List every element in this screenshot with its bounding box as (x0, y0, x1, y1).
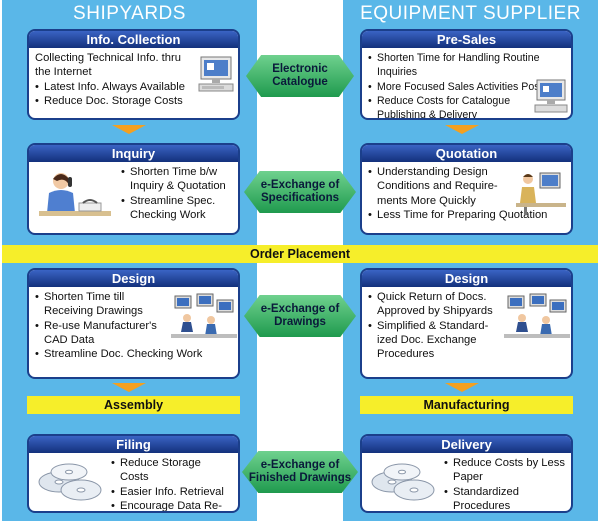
design-office-icon (504, 293, 570, 338)
flow-arrow-left-1 (112, 125, 146, 134)
computer-workstation-icon (198, 56, 234, 92)
delivery-bullet-2: Standardized Procedures (444, 485, 565, 511)
info-collection-bullet-1: Latest Info. Always Available (35, 80, 232, 95)
info-collection-title: Info. Collection (29, 31, 238, 48)
pre-sales-bullet-1: Shorten Time for Handling Routine Inquir… (368, 51, 565, 80)
inquiry-bullet-2: Streamline Spec.Checking Work (121, 194, 232, 223)
connector-2-line-2: Specifications (261, 192, 339, 204)
info-collection-intro-1: Collecting Technical Info. thru (35, 52, 181, 64)
connector-1-line-1: Electronic (272, 63, 328, 75)
flow-arrow-left-2 (112, 383, 146, 392)
connector-3-line-2: Drawings (274, 316, 326, 328)
flow-arrow-right-2 (445, 383, 479, 392)
inquiry-title: Inquiry (29, 145, 238, 162)
order-placement-strip: Order Placement (2, 245, 598, 263)
supplier-design-bullet-2: Simplified & Standard-ized Doc. Exchange… (368, 319, 497, 362)
assembly-strip: Assembly (27, 396, 240, 414)
connector-4-line-2: Finished Drawings (248, 472, 352, 484)
filing-bullet-2: Easier Info. Retrieval (111, 485, 232, 500)
connector-1-line-2: Catalogue (272, 76, 328, 88)
shipyards-design-title: Design (29, 270, 238, 287)
computer-workstation-icon (534, 79, 568, 113)
person-on-phone-icon (39, 173, 111, 216)
supplier-design-title: Design (362, 270, 571, 287)
shipyards-design-bullet-3: Streamline Doc. Checking Work (35, 347, 232, 362)
delivery-title: Delivery (362, 436, 571, 453)
quotation-title: Quotation (362, 145, 571, 162)
person-at-desk-icon (516, 172, 566, 215)
supplier-title: EQUIPMENT SUPPLIER (360, 3, 581, 24)
info-collection-intro-2: the Internet (35, 66, 92, 79)
flow-arrow-right-1 (445, 125, 479, 134)
pre-sales-box: Pre-Sales Shorten Time for Handling Rout… (360, 29, 573, 120)
filing-title: Filing (29, 436, 238, 453)
filing-bullet-3: Encourage Data Re-use (111, 499, 232, 511)
filing-bullet-1: Reduce Storage Costs (111, 456, 232, 485)
connector-4-line-1: e-Exchange of (260, 459, 340, 471)
manufacturing-strip: Manufacturing (360, 396, 573, 414)
supplier-design-bullet-1: Quick Return of Docs.Approved by Shipyar… (368, 290, 497, 319)
connector-3-line-1: e-Exchange of (260, 303, 340, 315)
filing-box: Filing Reduce Storage Costs Easier Info.… (27, 434, 240, 513)
cd-discs-icon (371, 463, 435, 501)
pre-sales-bullet-2: More Focused Sales Activities Possible (368, 80, 565, 95)
info-collection-bullet-2: Reduce Doc. Storage Costs (35, 94, 232, 109)
supplier-design-box: Design Quick Return of Docs.Approved by … (360, 268, 573, 379)
quotation-bullet-2: Less Time for Preparing Quotation (368, 208, 565, 223)
connector-2-line-1: e-Exchange of (260, 179, 340, 191)
pre-sales-title: Pre-Sales (362, 31, 571, 48)
info-collection-box: Info. Collection Collecting Technical In… (27, 29, 240, 120)
cd-discs-icon (38, 463, 102, 501)
design-office-icon (171, 293, 237, 338)
shipyards-title: SHIPYARDS (73, 3, 186, 24)
quotation-box: Quotation Understanding DesignConditions… (360, 143, 573, 235)
